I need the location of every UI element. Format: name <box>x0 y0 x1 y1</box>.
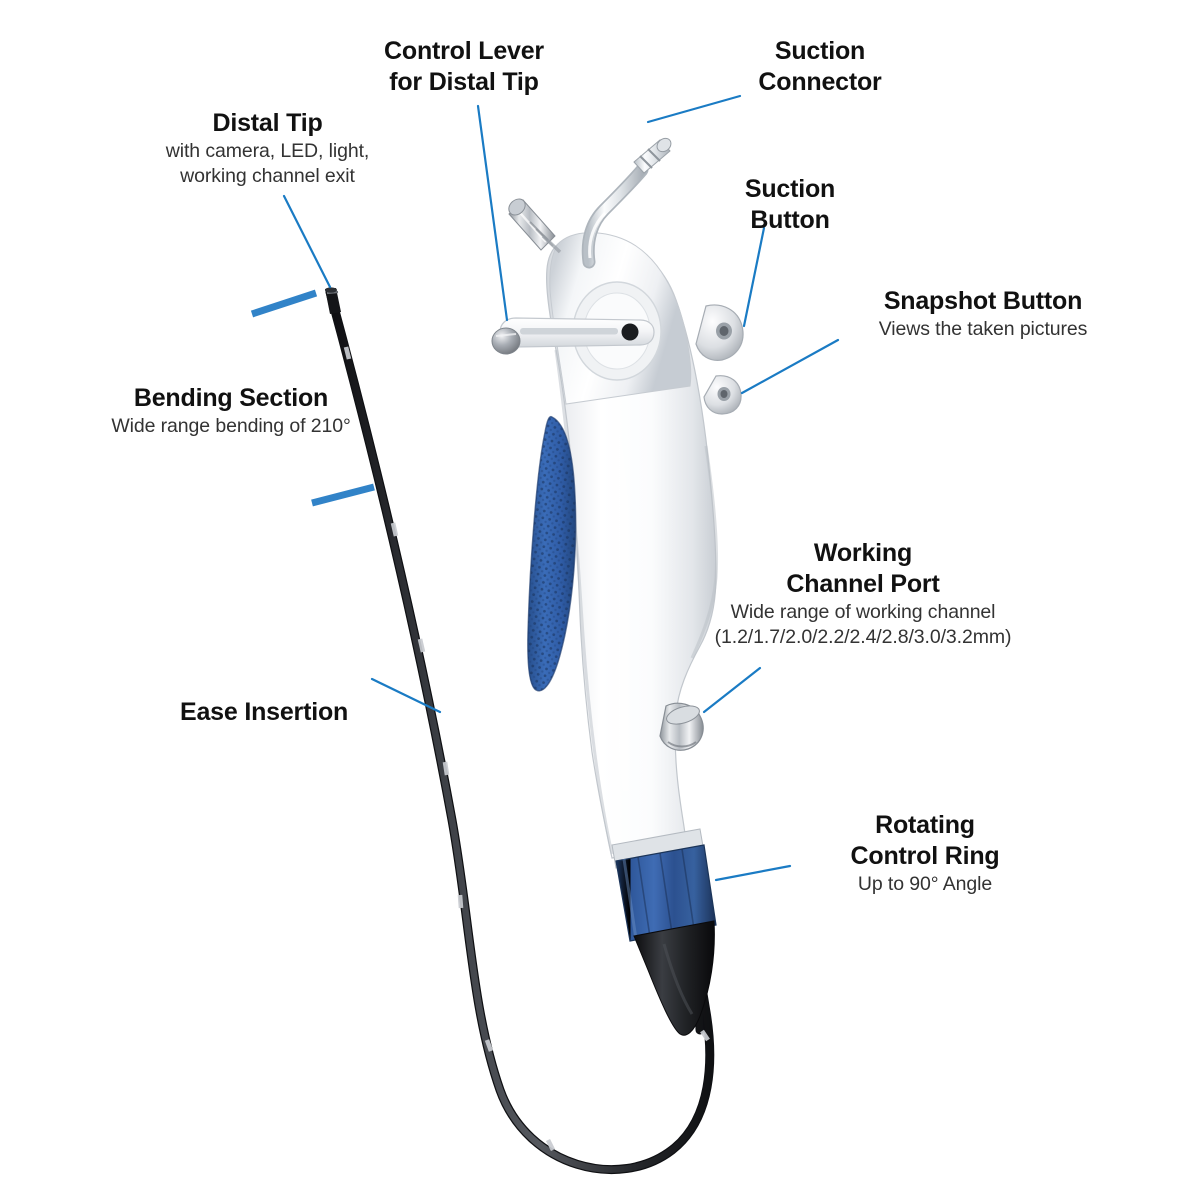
working-channel-port <box>659 702 704 751</box>
leader-control-lever <box>476 104 509 322</box>
distal-tip-cap <box>325 287 341 314</box>
callout-suction-button: Suction Button <box>700 174 880 236</box>
leader-suction-connector <box>646 94 742 124</box>
callout-distal-tip-title: Distal Tip <box>212 109 323 137</box>
leader-ease-insertion <box>370 677 442 714</box>
callout-working-channel-port-title: Working Channel Port <box>786 539 940 598</box>
bending-section-brackets <box>250 289 375 507</box>
lever-knob <box>491 327 521 355</box>
callout-suction-connector: Suction Connector <box>700 36 940 98</box>
callout-bending-section-title: Bending Section <box>133 384 329 412</box>
suction-button <box>695 304 744 361</box>
callout-distal-tip: Distal Tip with camera, LED, light, work… <box>145 108 390 189</box>
callout-ease-insertion: Ease Insertion <box>180 697 400 728</box>
control-lever <box>491 317 655 355</box>
callout-suction-button-title: Suction Button <box>744 175 836 234</box>
callout-working-channel-port-sub: Wide range of working channel (1.2/1.7/2… <box>714 601 1012 648</box>
callout-working-channel-port: Working Channel Port Wide range of worki… <box>680 538 1046 650</box>
depth-marker-group <box>343 346 710 1152</box>
callout-rotating-control-ring-sub: Up to 90° Angle <box>857 873 993 895</box>
callout-rotating-control-ring: Rotating Control Ring Up to 90° Angle <box>790 810 1060 897</box>
snapshot-button <box>703 375 742 415</box>
leader-suction-button <box>742 226 766 328</box>
leader-rotating-ring <box>714 864 792 882</box>
callout-suction-connector-title: Suction Connector <box>758 37 882 96</box>
leader-lines <box>282 94 840 882</box>
light-guide-connector <box>508 198 562 254</box>
callout-snapshot-button: Snapshot Button Views the taken pictures <box>838 286 1128 342</box>
callout-bending-section: Bending Section Wide range bending of 21… <box>76 383 386 439</box>
leader-working-channel <box>702 666 762 714</box>
rotating-control-ring <box>611 828 717 942</box>
strain-relief <box>633 920 715 1036</box>
callout-ease-insertion-title: Ease Insertion <box>180 698 349 726</box>
callout-snapshot-button-title: Snapshot Button <box>883 287 1083 315</box>
insertion-tube <box>325 287 715 1175</box>
callout-rotating-control-ring-title: Rotating Control Ring <box>850 811 1000 870</box>
callout-control-lever: Control Lever for Distal Tip <box>344 36 584 98</box>
suction-nozzle <box>633 137 672 174</box>
leader-snapshot-button <box>740 338 840 395</box>
callout-distal-tip-sub: with camera, LED, light, working channel… <box>165 140 370 187</box>
callout-bending-section-sub: Wide range bending of 210° <box>111 415 351 437</box>
suction-connector-tube <box>581 137 672 269</box>
callout-control-lever-title: Control Lever for Distal Tip <box>384 37 544 96</box>
leader-distal-tip <box>282 194 332 289</box>
callout-snapshot-button-sub: Views the taken pictures <box>878 318 1088 340</box>
